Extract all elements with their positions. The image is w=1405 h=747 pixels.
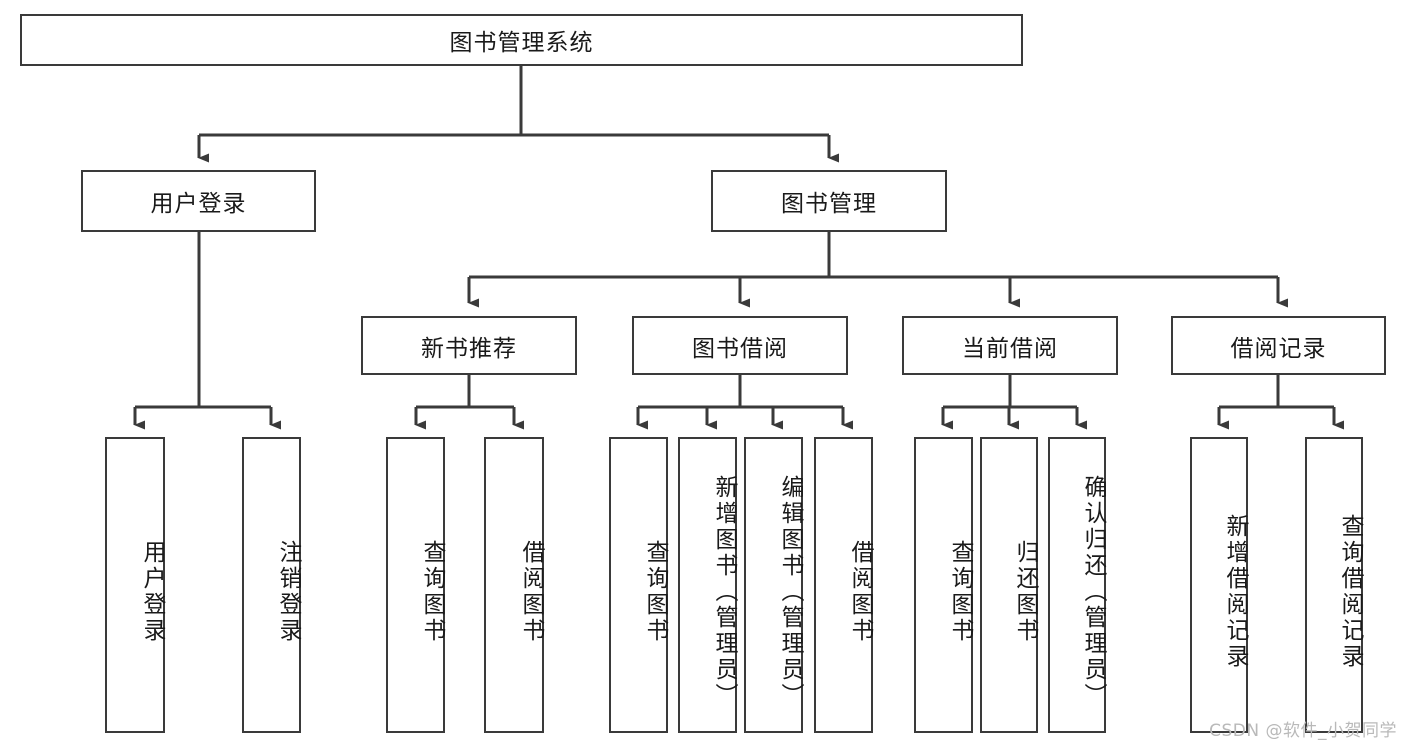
node-root-system[interactable]: 图书管理系统 <box>20 14 1023 66</box>
node-leaf-query-record[interactable]: 查询借阅记录 <box>1305 437 1363 733</box>
node-root-label: 图书管理系统 <box>449 30 594 56</box>
node-leaf-query-book-1[interactable]: 查询图书 <box>386 437 445 733</box>
node-book-manage-label: 图书管理 <box>781 191 877 217</box>
node-current-borrow[interactable]: 当前借阅 <box>902 316 1118 375</box>
node-leaf-user-login-label: 用户登录 <box>139 540 165 644</box>
node-leaf-borrow-book-1-label: 借阅图书 <box>518 540 544 644</box>
node-leaf-borrow-book-2-label: 借阅图书 <box>847 540 873 644</box>
node-leaf-add-book[interactable]: 新增图书（管理员） <box>678 437 737 733</box>
node-leaf-return-book-label: 归还图书 <box>1012 540 1038 644</box>
node-leaf-add-record-label: 新增借阅记录 <box>1222 514 1248 670</box>
node-leaf-query-record-label: 查询借阅记录 <box>1337 514 1363 670</box>
node-leaf-add-book-label: 新增图书（管理员） <box>711 475 737 709</box>
node-book-borrow[interactable]: 图书借阅 <box>632 316 848 375</box>
node-book-manage[interactable]: 图书管理 <box>711 170 947 232</box>
node-leaf-query-book-3-label: 查询图书 <box>947 540 973 644</box>
node-leaf-return-book[interactable]: 归还图书 <box>980 437 1038 733</box>
node-current-borrow-label: 当前借阅 <box>962 335 1058 362</box>
node-leaf-borrow-book-1[interactable]: 借阅图书 <box>484 437 544 733</box>
node-leaf-query-book-2[interactable]: 查询图书 <box>609 437 668 733</box>
csdn-watermark: CSDN @软件_小贺同学 <box>1209 721 1397 741</box>
node-leaf-logout[interactable]: 注销登录 <box>242 437 301 733</box>
node-leaf-user-login[interactable]: 用户登录 <box>105 437 165 733</box>
node-leaf-edit-book[interactable]: 编辑图书（管理员） <box>744 437 803 733</box>
node-leaf-query-book-3[interactable]: 查询图书 <box>914 437 973 733</box>
node-book-borrow-label: 图书借阅 <box>692 335 788 362</box>
node-leaf-add-record[interactable]: 新增借阅记录 <box>1190 437 1248 733</box>
node-leaf-edit-book-label: 编辑图书（管理员） <box>777 475 803 709</box>
node-leaf-query-book-2-label: 查询图书 <box>642 540 668 644</box>
node-leaf-borrow-book-2[interactable]: 借阅图书 <box>814 437 873 733</box>
node-borrow-record-label: 借阅记录 <box>1230 335 1327 362</box>
node-leaf-confirm-return-label: 确认归还（管理员） <box>1080 475 1106 709</box>
node-user-login[interactable]: 用户登录 <box>81 170 316 232</box>
node-new-book-rec[interactable]: 新书推荐 <box>361 316 577 375</box>
node-leaf-logout-label: 注销登录 <box>275 540 301 644</box>
node-new-book-rec-label: 新书推荐 <box>421 335 517 362</box>
node-borrow-record[interactable]: 借阅记录 <box>1171 316 1386 375</box>
node-leaf-confirm-return[interactable]: 确认归还（管理员） <box>1048 437 1106 733</box>
node-leaf-query-book-1-label: 查询图书 <box>419 540 445 644</box>
node-user-login-label: 用户登录 <box>150 191 247 217</box>
